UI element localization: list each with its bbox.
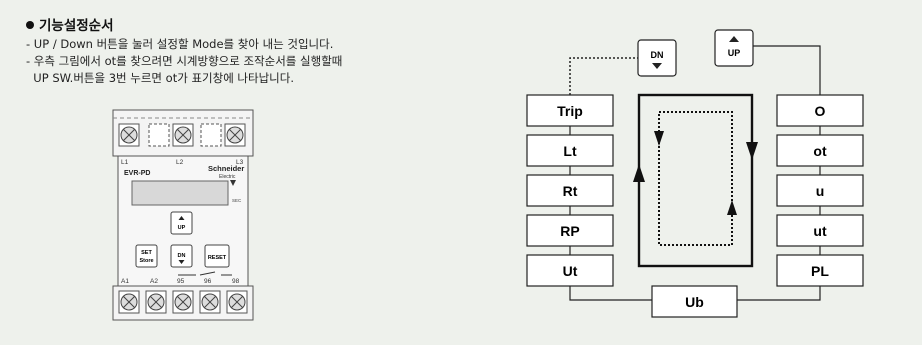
mode-box-rp: RP	[526, 214, 614, 247]
svg-text:Rt: Rt	[563, 183, 578, 199]
bottom-screw-4	[199, 290, 221, 314]
mode-box-ub: Ub	[651, 285, 738, 318]
terminal-label-a2: A2	[150, 278, 158, 285]
device-up-button[interactable]: UP	[170, 211, 193, 235]
up-connector	[753, 45, 821, 95]
bottom-screw-3	[172, 290, 194, 314]
svg-text:PL: PL	[811, 263, 829, 279]
svg-text:Lt: Lt	[563, 143, 577, 159]
mode-flow-diagram: DN UP Trip Lt Rt RP Ut O ot u ut PL Ub	[526, 29, 864, 318]
brand-sub-text: Electric	[219, 174, 236, 180]
device-dn-button[interactable]: DN	[170, 244, 193, 268]
clockwise-cycle-frame	[637, 93, 754, 268]
device-model: EVR-PD	[124, 170, 150, 177]
dn-connector	[569, 57, 638, 95]
svg-text:O: O	[815, 103, 826, 119]
flow-up-button[interactable]: UP	[714, 29, 754, 67]
flow-dn-button[interactable]: DN	[637, 39, 677, 77]
clockwise-up-arrow-icon	[633, 164, 645, 182]
contact-symbol	[178, 271, 232, 276]
svg-text:Ut: Ut	[563, 263, 578, 279]
section-heading: 기능설정순서	[26, 14, 114, 34]
clockwise-down-arrow-icon	[746, 142, 758, 160]
indicator-arrow-icon	[230, 180, 236, 186]
terminal-label-95: 95	[177, 278, 185, 285]
bottom-screw-5	[226, 290, 248, 314]
terminal-label-98: 98	[232, 278, 240, 285]
svg-text:Ub: Ub	[685, 294, 704, 310]
svg-text:UP: UP	[728, 48, 741, 58]
mode-box-ut-left: Ut	[526, 254, 614, 287]
mode-box-ut-right: ut	[776, 214, 864, 247]
top-screw-2	[148, 123, 170, 147]
terminal-label-l2: L2	[176, 159, 184, 166]
top-screw-5	[224, 123, 246, 147]
svg-text:DN: DN	[178, 253, 186, 259]
top-screw-4	[200, 123, 222, 147]
mode-box-u: u	[776, 174, 864, 207]
bottom-screw-1	[118, 290, 140, 314]
svg-text:RP: RP	[560, 223, 579, 239]
svg-text:DN: DN	[651, 50, 664, 60]
terminal-label-l1: L1	[121, 159, 129, 166]
description-line-1: - UP / Down 버튼을 눌러 설정할 Mode를 찾아 내는 것입니다.	[26, 37, 334, 51]
counterclockwise-up-arrow-icon	[727, 200, 737, 215]
svg-text:Store: Store	[139, 258, 153, 264]
bottom-screw-2	[145, 290, 167, 314]
description-line-2: - 우측 그림에서 ot를 찾으려면 시계방향으로 조작순서를 실행할때	[26, 54, 343, 68]
brand-logo-text: Schneider	[208, 164, 244, 173]
bullet-icon	[26, 21, 34, 29]
mode-box-o: O	[776, 94, 864, 127]
terminal-label-96: 96	[204, 278, 212, 285]
svg-text:u: u	[816, 183, 825, 199]
mode-box-trip: Trip	[526, 94, 614, 127]
svg-text:Trip: Trip	[557, 103, 583, 119]
mode-box-lt: Lt	[526, 134, 614, 167]
device-reset-button[interactable]: RESET	[204, 244, 230, 268]
display-window	[131, 180, 229, 206]
svg-text:SET: SET	[141, 250, 152, 256]
terminal-label-l3: L3	[236, 159, 244, 166]
mode-box-ot: ot	[776, 134, 864, 167]
section-title: 기능설정순서	[39, 18, 114, 34]
terminal-label-a1: A1	[121, 278, 129, 285]
top-screw-3	[172, 123, 194, 147]
svg-text:RESET: RESET	[208, 255, 227, 261]
display-unit-label: SEC	[232, 198, 242, 203]
svg-text:UP: UP	[178, 225, 186, 231]
svg-text:ot: ot	[813, 143, 827, 159]
mode-box-pl: PL	[776, 254, 864, 287]
mode-box-rt: Rt	[526, 174, 614, 207]
counterclockwise-down-arrow-icon	[654, 131, 664, 146]
device-set-button[interactable]: SET Store	[135, 244, 158, 268]
top-screw-1	[118, 123, 140, 147]
svg-text:ut: ut	[813, 223, 827, 239]
relay-device: L1 L2 L3 EVR-PD Schneider Electric SEC U…	[112, 109, 254, 321]
counterclockwise-cycle-frame	[658, 111, 733, 246]
description-line-3: UP SW.버튼을 3번 누르면 ot가 표기창에 나타납니다.	[26, 71, 294, 85]
